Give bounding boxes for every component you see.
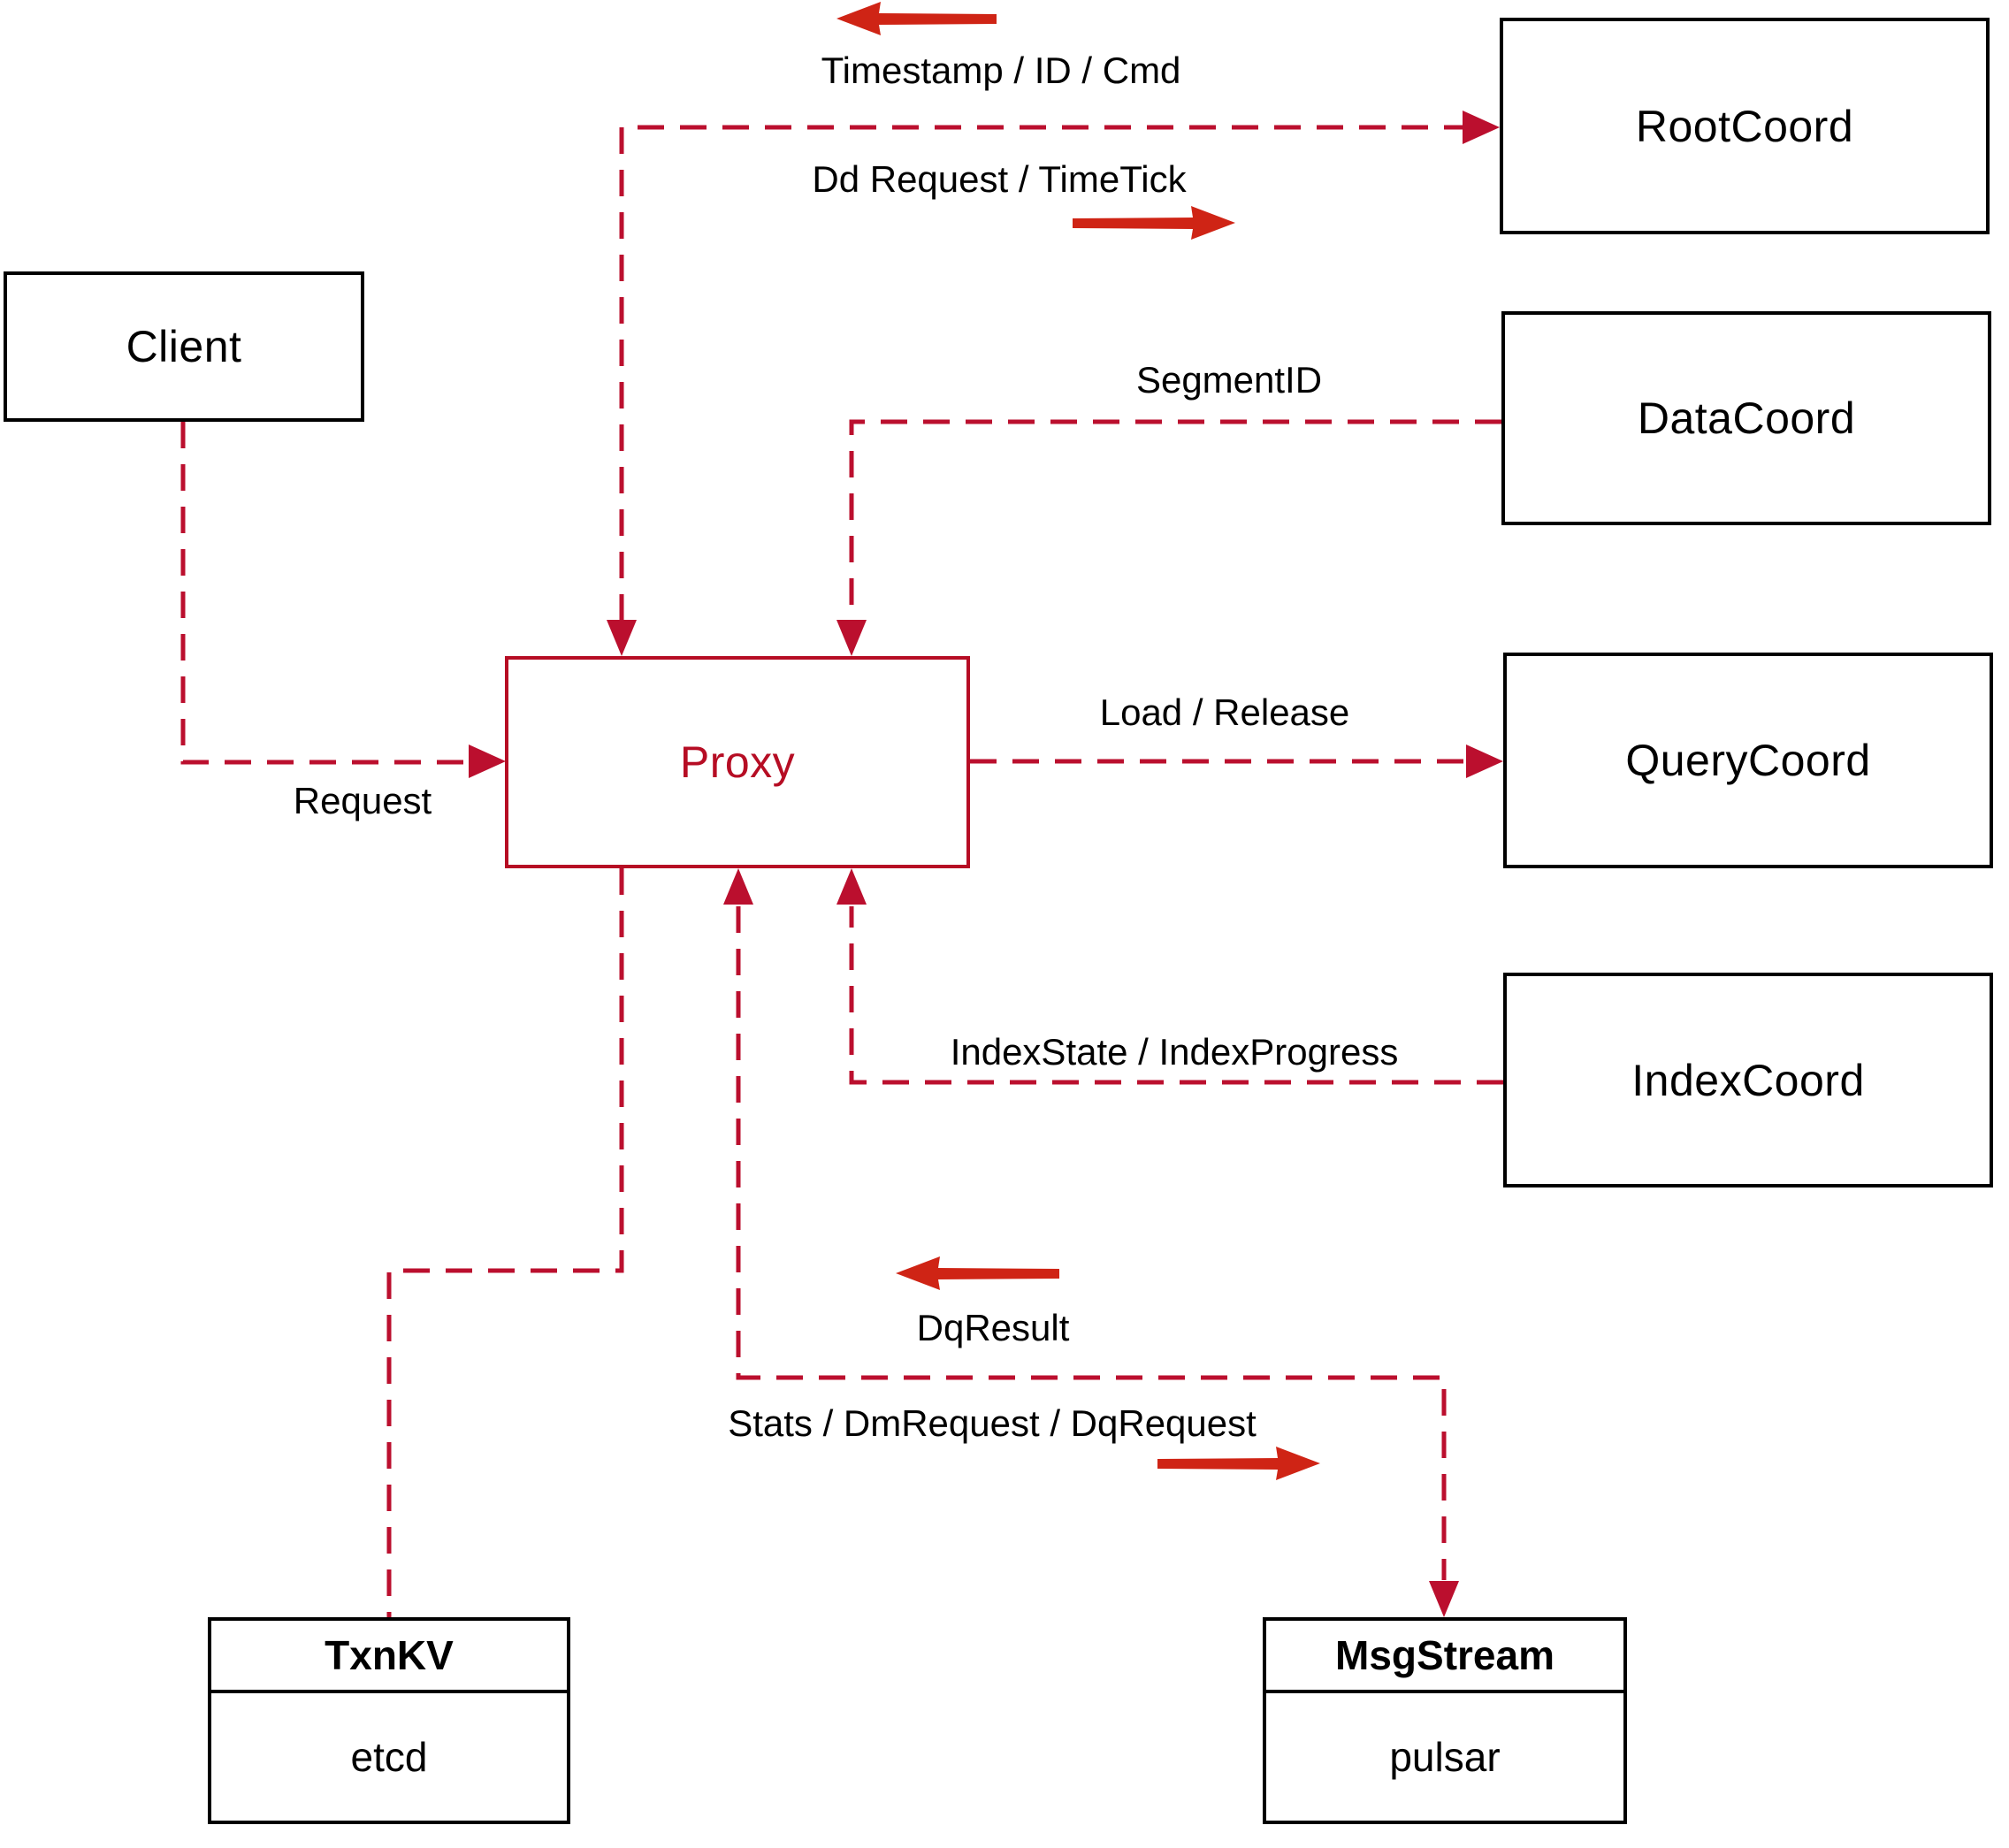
direction-arrow-right-ddrequest [1073,206,1235,240]
direction-arrow-left-timestamp [836,2,997,35]
edge-indexcoord-to-proxy [849,906,1503,1085]
edge-label-dq-result: DqResult [916,1307,1070,1348]
arrowhead-into-msgstream [1429,1581,1459,1617]
node-txnkv-subtitle: etcd [350,1734,428,1780]
edge-label-stats-dm-dq-request: Stats / DmRequest / DqRequest [728,1402,1257,1444]
edge-proxy-to-txnkv [386,868,624,1617]
arrowhead-into-querycoord [1466,745,1503,778]
direction-arrow-left-dqresult [896,1256,1059,1290]
direction-arrow-right-stats [1157,1447,1320,1480]
edge-proxy-to-msgstream [736,906,1447,1580]
node-datacoord-label: DataCoord [1637,393,1856,443]
node-txnkv-title: TxnKV [211,1621,567,1693]
arrowhead-into-proxy-bottom-indexcoord [836,868,867,905]
arrowhead-into-proxy-left [469,745,506,778]
node-proxy-label: Proxy [679,737,796,787]
node-rootcoord-label: RootCoord [1635,101,1854,151]
node-client: Client [4,271,364,422]
edge-label-dd-request-timetick: Dd Request / TimeTick [812,158,1187,200]
edge-label-load-release: Load / Release [1099,691,1350,733]
edge-datacoord-to-proxy [849,419,1501,619]
arrowhead-into-proxy-top-rootcoord [607,620,637,656]
node-msgstream-title: MsgStream [1266,1621,1623,1693]
arrowhead-into-proxy-bottom-msgstream [723,868,753,905]
edge-label-segment-id: SegmentID [1135,359,1323,401]
node-client-label: Client [126,322,242,371]
edge-client-to-proxy [180,422,469,765]
edge-proxy-to-rootcoord [619,125,1463,621]
edge-label-timestamp-id-cmd: Timestamp / ID / Cmd [821,50,1181,91]
node-msgstream: MsgStream pulsar [1263,1617,1627,1824]
arrowhead-into-proxy-top-datacoord [836,620,867,656]
node-txnkv: TxnKV etcd [208,1617,570,1824]
arrowhead-into-rootcoord [1463,111,1500,144]
node-indexcoord: IndexCoord [1503,973,1993,1187]
edge-label-request: Request [293,780,432,821]
node-proxy: Proxy [505,656,970,868]
node-indexcoord-label: IndexCoord [1631,1055,1865,1105]
node-datacoord: DataCoord [1501,311,1991,525]
node-querycoord-label: QueryCoord [1625,736,1871,785]
node-rootcoord: RootCoord [1500,18,1990,234]
node-querycoord: QueryCoord [1503,653,1993,868]
node-msgstream-subtitle: pulsar [1389,1734,1501,1780]
edge-label-index-state-progress: IndexState / IndexProgress [950,1031,1399,1073]
